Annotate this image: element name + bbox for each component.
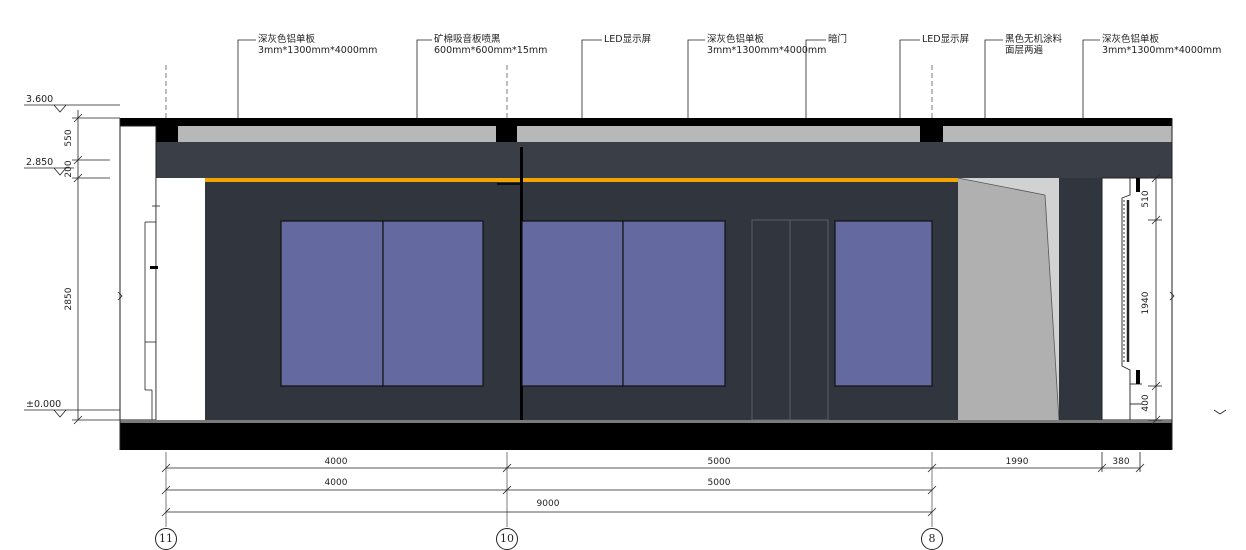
annotation-title: 矿棉吸音板喷黑 [434, 34, 501, 45]
dimension-label: 1940 [1141, 291, 1151, 315]
dimension-label: 510 [1141, 190, 1151, 208]
annotation-spec: 600mm*600mm*15mm [434, 45, 548, 56]
ceiling-panel [943, 126, 1172, 142]
annotation-label: 矿棉吸音板喷黑 600mm*600mm*15mm [434, 34, 547, 56]
ceiling-panel [178, 126, 496, 142]
annotation-title: 暗门 [828, 34, 848, 45]
annotation-spec: 3mm*1300mm*4000mm [258, 45, 378, 56]
dimension-label: 5000 [707, 478, 731, 488]
level-label: ±0.000 [26, 399, 62, 410]
level-markers [24, 104, 120, 418]
bottom-slab [120, 423, 1172, 450]
annotation-title: 深灰色铝单板 [1102, 34, 1160, 45]
dimension-label: 2850 [64, 287, 74, 311]
level-label: 2.850 [26, 157, 54, 168]
grey-panel [958, 178, 1059, 420]
led-screen-center [521, 220, 726, 387]
top-slab [120, 118, 1172, 126]
grid-axis-bubble: 10 [496, 528, 518, 550]
left-column [119, 125, 157, 421]
dimension-label: 4000 [324, 457, 348, 467]
dimension-label: 200 [64, 160, 74, 178]
annotation-label: 深灰色铝单板 3mm*1300mm*4000mm [258, 34, 377, 56]
left-dimension-line [72, 110, 123, 425]
annotation-title: LED显示屏 [922, 34, 970, 45]
dimension-label: 4000 [324, 478, 348, 488]
grid-axis-bubble: 11 [155, 528, 177, 550]
level-label: 3.600 [26, 94, 54, 105]
annotation-leaders [237, 39, 1100, 118]
annotation-title: LED显示屏 [604, 34, 652, 45]
led-screen-left [280, 220, 484, 387]
dimension-label: 550 [64, 129, 74, 147]
annotation-title: 深灰色铝单板 [707, 34, 765, 45]
dark-strip [1059, 178, 1102, 420]
dimension-label: 380 [1112, 457, 1130, 467]
led-strip [205, 178, 958, 182]
annotation-label: 深灰色铝单板 3mm*1300mm*4000mm [1102, 34, 1221, 56]
annotation-label: LED显示屏 [604, 34, 651, 45]
dimension-label: 1990 [1005, 457, 1029, 467]
left-panel [156, 178, 205, 420]
floor-line [120, 420, 1172, 423]
annotation-label: 黑色无机涂料 面层两遍 [1005, 34, 1062, 56]
annotation-label: 深灰色铝单板 3mm*1300mm*4000mm [707, 34, 826, 56]
annotation-spec: 3mm*1300mm*4000mm [707, 45, 827, 56]
dimension-label: 5000 [707, 457, 731, 467]
right-dimension-line [1148, 173, 1227, 425]
annotation-label: LED显示屏 [922, 34, 969, 45]
annotation-title: 深灰色铝单板 [258, 34, 316, 45]
bottom-dimension-lines [161, 452, 1145, 517]
annotation-spec: 3mm*1300mm*4000mm [1102, 45, 1222, 56]
right-column-profile [1121, 178, 1142, 420]
dimension-label: 9000 [536, 499, 560, 509]
annotation-label: 暗门 [828, 34, 847, 45]
led-screen-right [834, 220, 933, 387]
ceiling-panel [517, 126, 920, 142]
annotation-spec: 面层两遍 [1005, 45, 1044, 56]
annotation-title: 黑色无机涂料 [1005, 34, 1063, 45]
dimension-label: 400 [1141, 394, 1151, 412]
ceiling-band [156, 142, 1172, 178]
grid-axis-bubble: 8 [921, 528, 943, 550]
